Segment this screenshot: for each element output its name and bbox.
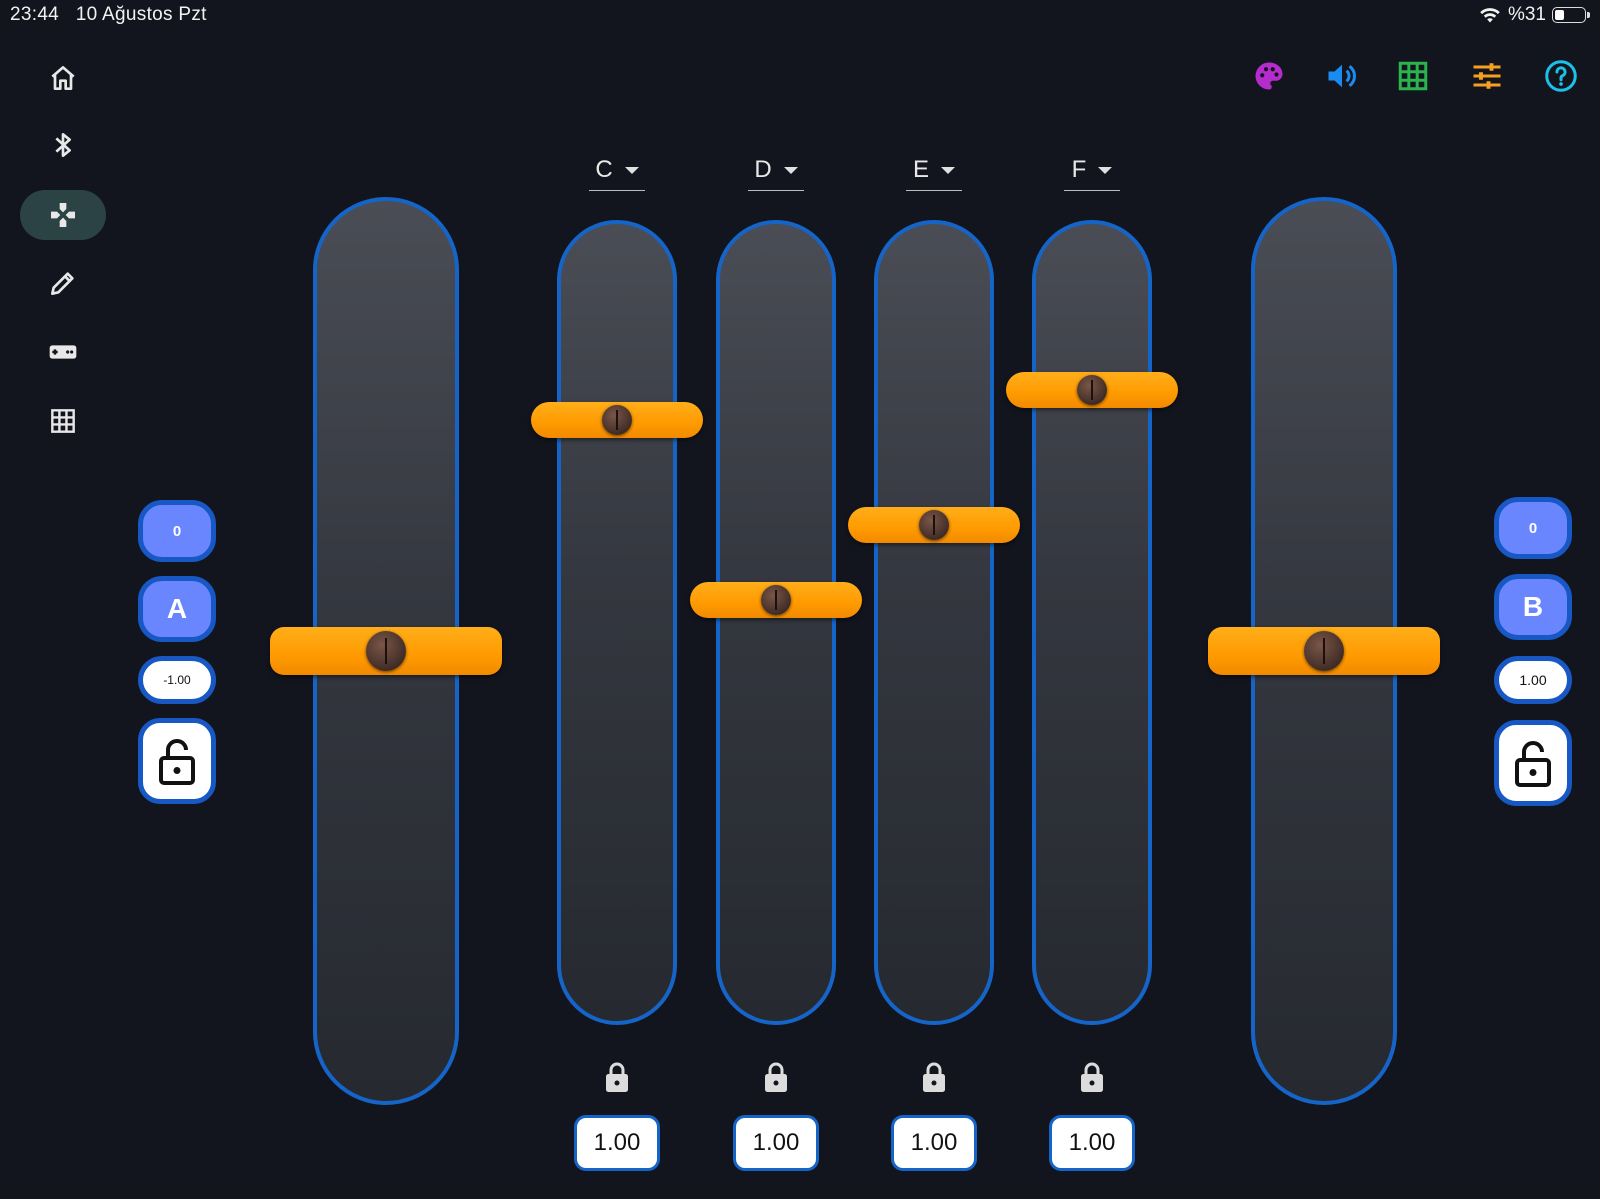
channel-c-track[interactable] <box>557 220 677 1025</box>
right-value-pill[interactable]: 1.00 <box>1494 656 1572 704</box>
volume-icon <box>1328 64 1356 88</box>
controller-icon <box>49 345 77 359</box>
channel-c-dropdown[interactable]: C <box>589 150 645 191</box>
volume-button[interactable] <box>1322 56 1362 96</box>
status-bar-time: 23:44 10 Ağustos Pzt <box>10 4 207 25</box>
channel-d-dropdown[interactable]: D <box>748 150 804 191</box>
channel-d-thumb[interactable] <box>690 582 862 618</box>
battery-icon <box>1552 7 1590 23</box>
status-bar-right: %31 <box>1478 4 1590 26</box>
channel-c-thumb[interactable] <box>531 402 703 438</box>
sidebar-item-home[interactable] <box>20 53 106 103</box>
channel-e-track[interactable] <box>874 220 994 1025</box>
channel-e-thumb[interactable] <box>848 507 1020 543</box>
channel-d-lock-icon[interactable] <box>762 1060 790 1094</box>
battery-percent: %31 <box>1507 4 1546 25</box>
channel-f-lock-icon[interactable] <box>1078 1060 1106 1094</box>
slider-knob <box>1304 631 1344 671</box>
wifi-icon <box>1480 8 1500 23</box>
home-icon <box>51 66 75 90</box>
slider-knob <box>366 631 406 671</box>
palette-icon <box>1255 62 1283 90</box>
sidebar-item-gamepad[interactable] <box>20 190 106 240</box>
grid-button[interactable] <box>1393 56 1433 96</box>
help-button[interactable] <box>1541 56 1581 96</box>
button-a[interactable]: A <box>138 576 216 642</box>
sidebar-item-grid[interactable] <box>20 396 106 446</box>
slider-knob <box>1077 375 1107 405</box>
grid-icon <box>1398 61 1428 91</box>
sidebar-item-edit[interactable] <box>20 258 106 308</box>
channel-f-thumb[interactable] <box>1006 372 1178 408</box>
channel-f-track[interactable] <box>1032 220 1152 1025</box>
tune-button[interactable] <box>1467 56 1507 96</box>
channel-e-dropdown[interactable]: E <box>906 150 962 191</box>
channel-e-value[interactable]: 1.00 <box>891 1115 977 1171</box>
slider-knob <box>919 510 949 540</box>
caret-down-icon <box>941 166 955 174</box>
left-big-slider-thumb[interactable] <box>270 627 502 675</box>
slider-knob <box>761 585 791 615</box>
sidebar-item-bluetooth[interactable] <box>20 120 106 170</box>
grid-icon <box>51 409 75 433</box>
tune-icon <box>1473 63 1501 89</box>
palette-button[interactable] <box>1249 56 1289 96</box>
slider-knob <box>602 405 632 435</box>
caret-down-icon <box>624 166 639 174</box>
channel-d-track[interactable] <box>716 220 836 1025</box>
caret-down-icon <box>783 166 798 174</box>
left-value-pill[interactable]: -1.00 <box>138 656 216 704</box>
channel-d-value[interactable]: 1.00 <box>733 1115 819 1171</box>
channel-c-lock-icon[interactable] <box>603 1060 631 1094</box>
unlocked-lock-icon <box>1515 741 1551 787</box>
channel-e-lock-icon[interactable] <box>920 1060 948 1094</box>
left-counter-pill[interactable]: 0 <box>138 500 216 562</box>
unlocked-lock-icon <box>159 739 195 785</box>
right-big-slider-thumb[interactable] <box>1208 627 1440 675</box>
help-icon <box>1545 60 1577 92</box>
bluetooth-icon <box>55 133 71 157</box>
right-counter-pill[interactable]: 0 <box>1494 497 1572 559</box>
caret-down-icon <box>1098 166 1113 174</box>
pencil-icon <box>51 272 74 295</box>
left-lock-button[interactable] <box>138 718 216 804</box>
channel-f-value[interactable]: 1.00 <box>1049 1115 1135 1171</box>
channel-f-dropdown[interactable]: F <box>1064 150 1120 191</box>
right-lock-button[interactable] <box>1494 720 1572 806</box>
channel-c-value[interactable]: 1.00 <box>574 1115 660 1171</box>
gamepad-icon <box>51 203 75 227</box>
sidebar-item-controller[interactable] <box>20 327 106 377</box>
button-b[interactable]: B <box>1494 574 1572 640</box>
